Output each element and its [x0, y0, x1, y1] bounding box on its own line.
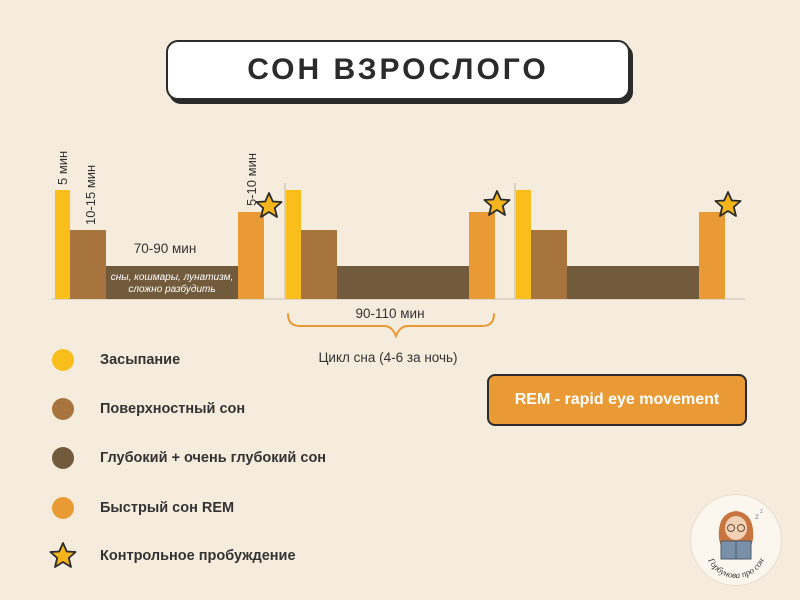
rem-bar: [469, 212, 495, 299]
legend-label: Глубокий + очень глубокий сон: [100, 450, 327, 466]
rem-sleep-swatch: [52, 497, 74, 519]
light-sleep-bar: [301, 230, 337, 299]
deep-sleep-note: сны, кошмары, лунатизм,: [111, 272, 234, 283]
light-sleep-bar: [70, 230, 106, 299]
legend-item-rem-sleep: Быстрый сон REM: [52, 495, 234, 521]
legend-label: Поверхностный сон: [100, 401, 246, 417]
rem-bar: [699, 212, 725, 299]
legend-item-control-awakening: Контрольное пробуждение: [49, 542, 296, 569]
svg-text:z: z: [760, 509, 763, 515]
deep-sleep-bar: [337, 266, 469, 299]
falling-asleep-bar: [516, 190, 531, 299]
cycle-2: [286, 190, 511, 299]
rem-bar: [238, 212, 264, 299]
legend-item-light-sleep: Поверхностный сон: [52, 396, 245, 422]
legend-item-deep-sleep: Глубокий + очень глубокий сон: [52, 445, 326, 471]
cycle-3: [516, 190, 742, 299]
legend-label: Быстрый сон REM: [100, 500, 235, 516]
light-sleep-duration: 10-15 мин: [83, 165, 98, 225]
star-icon: [49, 542, 77, 568]
light-sleep-bar: [531, 230, 567, 299]
reader-girl-icon: z z Горбунова про сон: [706, 509, 767, 580]
cycle-caption: Цикл сна (4-6 за ночь): [318, 350, 457, 365]
light-sleep-swatch: [52, 398, 74, 420]
rem-duration: 5-10 мин: [244, 153, 259, 206]
deep-sleep-note: сложно разбудить: [128, 283, 215, 295]
legend-item-falling-asleep: Засыпание: [52, 347, 180, 373]
page-title: СОН ВЗРОСЛОГО: [166, 40, 630, 100]
legend-label: Контрольное пробуждение: [100, 548, 296, 564]
falling-asleep-bar: [55, 190, 70, 299]
falling-asleep-duration: 5 мин: [55, 151, 70, 185]
falling-asleep-swatch: [52, 349, 74, 371]
deep-sleep-bar: [567, 266, 699, 299]
deep-sleep-duration: 70-90 мин: [134, 241, 197, 256]
rem-definition-box: REM - rapid eye movement: [487, 374, 747, 426]
falling-asleep-bar: [286, 190, 301, 299]
deep-sleep-swatch: [52, 447, 74, 469]
deep-sleep-bar: [106, 266, 238, 299]
author-logo: z z Горбунова про сон: [690, 494, 782, 586]
star-icon: [483, 190, 511, 216]
cycle-duration-label: 90-110 мин: [355, 306, 424, 321]
brace-icon: [287, 313, 495, 339]
cycle-1: 5 мин 10-15 мин 5-10 мин 70-90 мин сны, …: [55, 151, 283, 299]
legend-label: Засыпание: [100, 352, 181, 368]
svg-text:z: z: [755, 512, 759, 521]
